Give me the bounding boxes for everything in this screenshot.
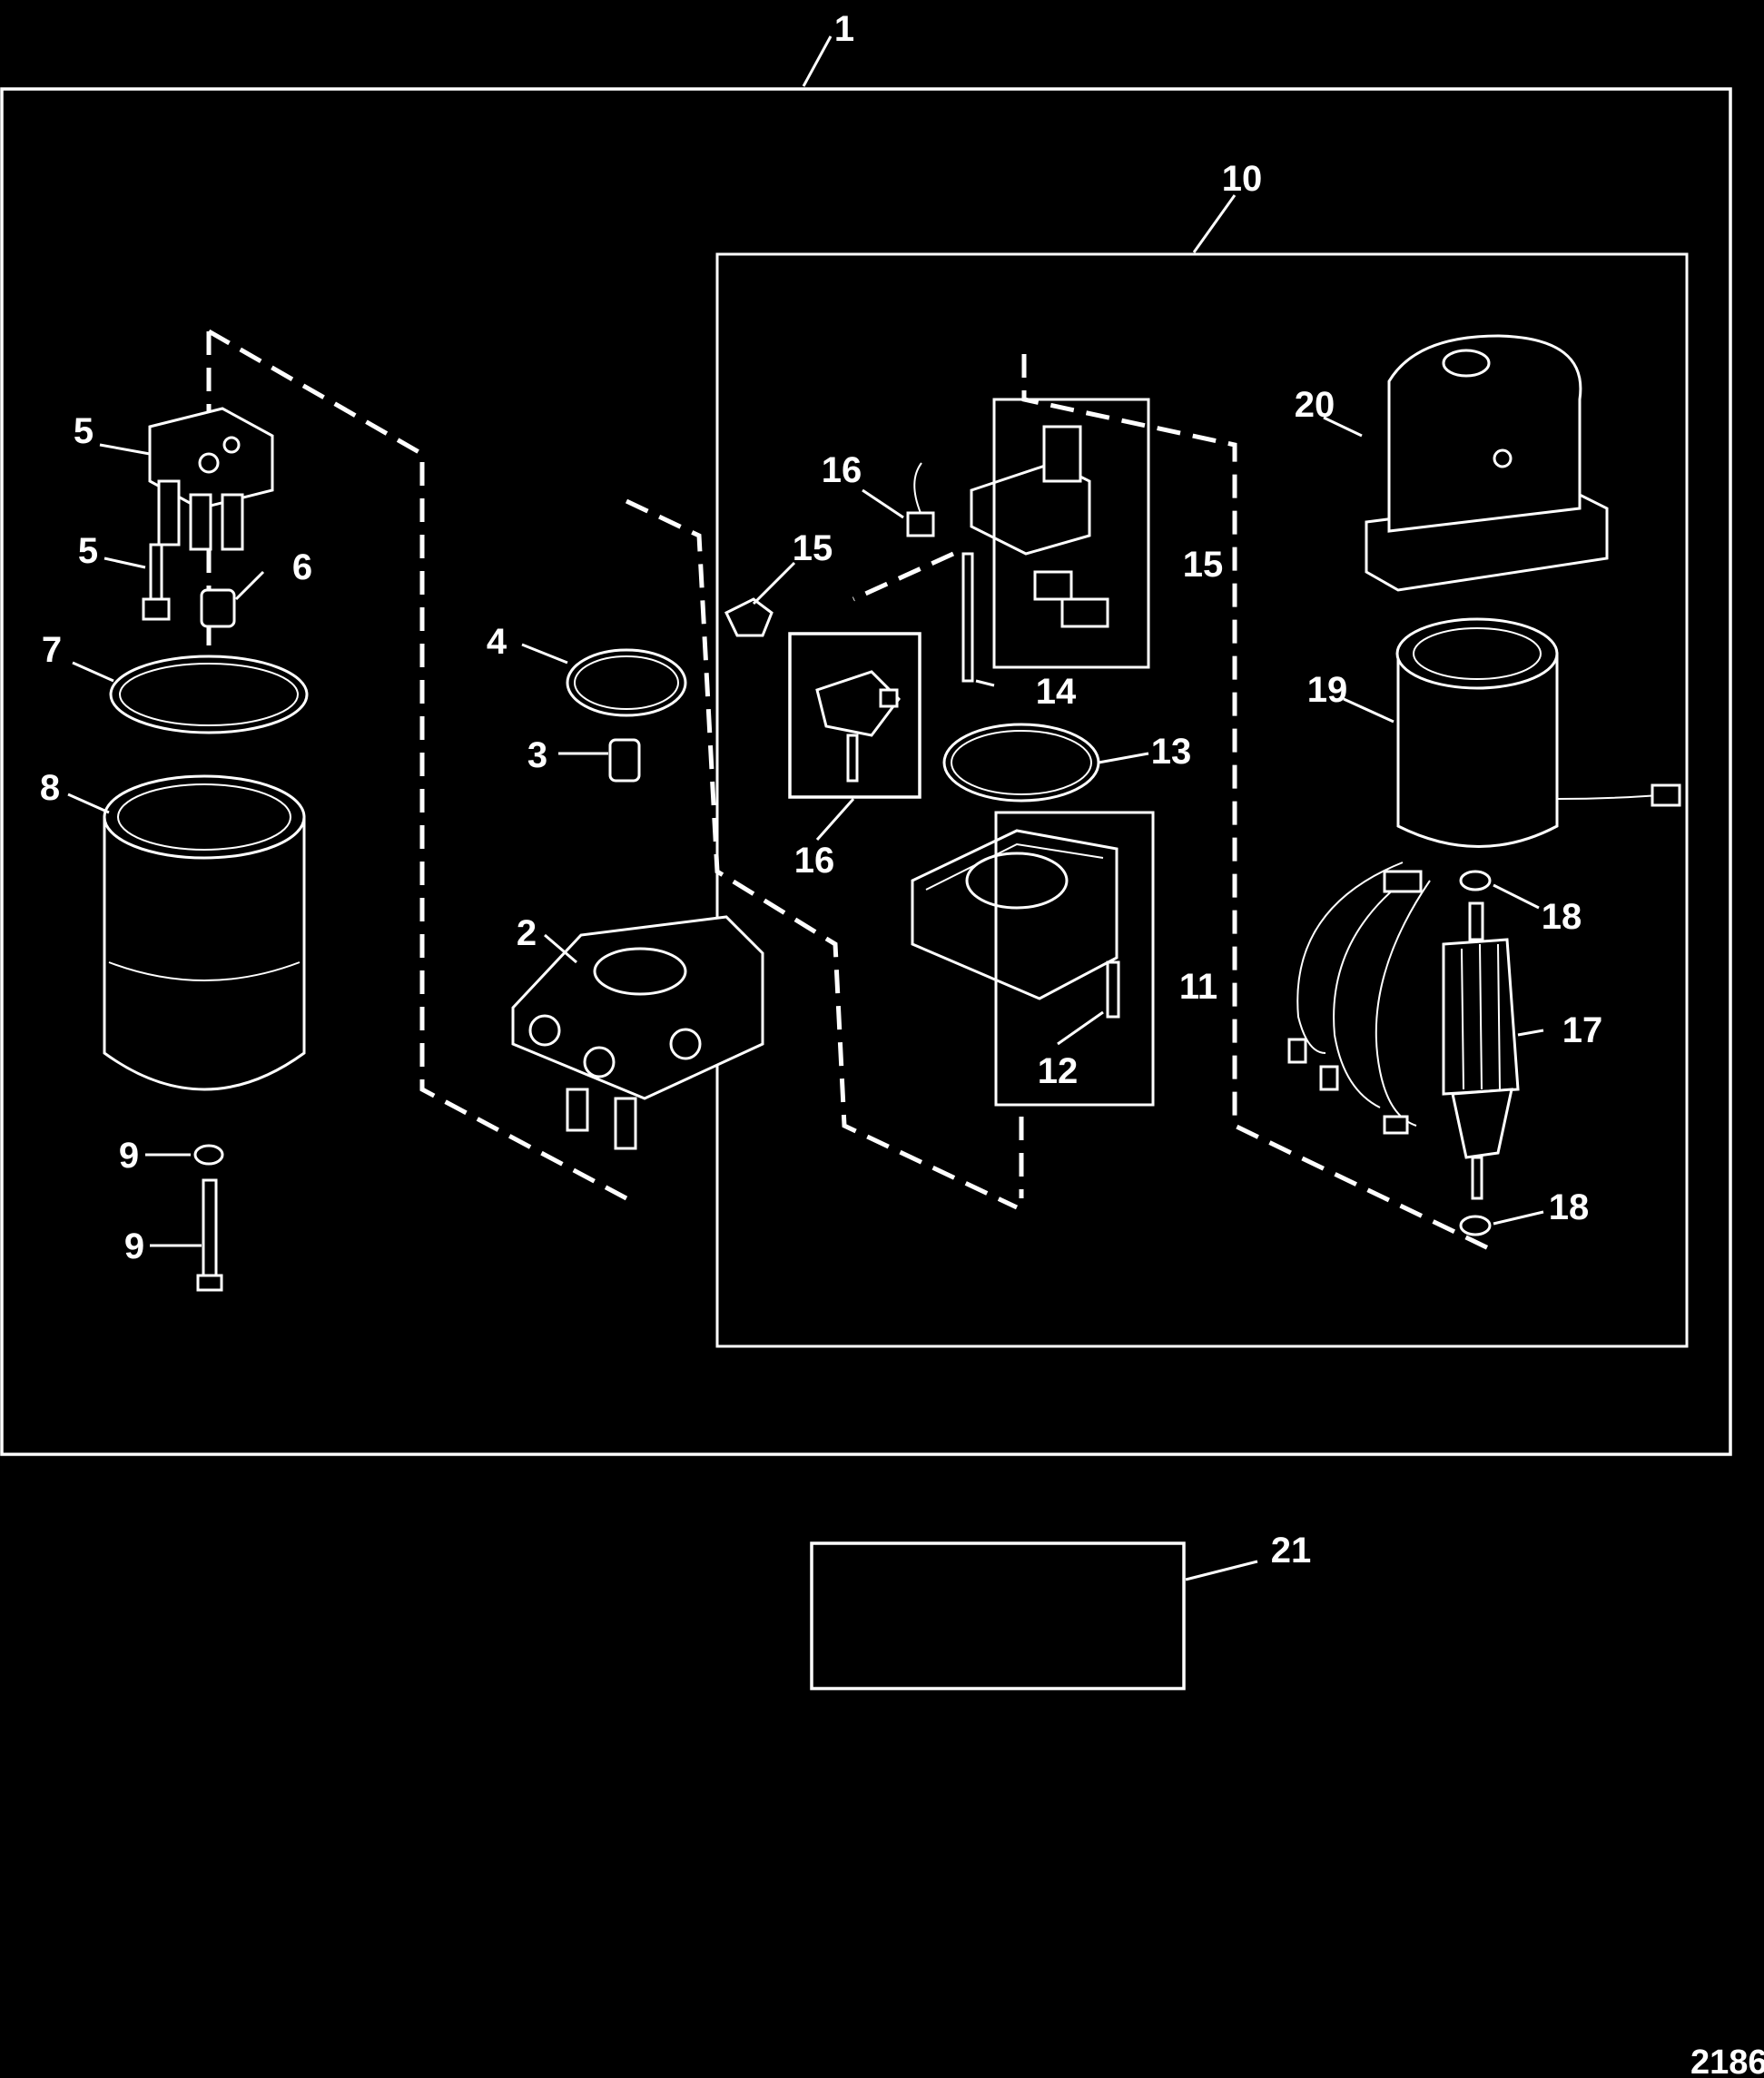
end-cap-part (911, 829, 1119, 1000)
wire-terminal-part (906, 462, 935, 537)
long-bolt-part (196, 1178, 223, 1292)
wiring-harness-part (1287, 862, 1431, 1135)
o-ring-end-cap-part (942, 723, 1100, 803)
fitting-part (200, 588, 236, 628)
dashed-guide-pump (625, 498, 1019, 1210)
callout-17: 17 (1562, 1010, 1603, 1050)
callout-19: 19 (1307, 670, 1348, 710)
motor-subassembly-frame (715, 252, 1689, 1348)
callout-5-bolt: 5 (78, 531, 98, 571)
kit-box (810, 1541, 1186, 1690)
field-housing-part (1395, 617, 1681, 848)
washer-part (193, 1144, 224, 1166)
motor-cover-part (1365, 334, 1609, 592)
o-ring-part (109, 655, 309, 734)
callout-6: 6 (292, 547, 312, 587)
coupler-part (608, 738, 641, 783)
long-screw-part (961, 552, 974, 683)
callout-15-clip: 15 (793, 528, 833, 568)
bolt-part (142, 543, 171, 621)
assembly-frame (0, 87, 1732, 1456)
reservoir-part (103, 774, 306, 1091)
clip-part (724, 597, 774, 637)
callout-7: 7 (42, 630, 62, 670)
manifold-part (148, 407, 274, 551)
callout-21: 21 (1271, 1531, 1312, 1571)
callout-15-plate: 15 (1183, 545, 1224, 585)
callout-16-lead: 16 (822, 450, 862, 490)
washer-upper-part (1459, 870, 1492, 891)
end-cap-bracket (994, 811, 1155, 1107)
callout-10: 10 (1222, 159, 1263, 199)
callout-18-lower: 18 (1549, 1187, 1590, 1227)
callout-3: 3 (527, 735, 547, 775)
callout-8: 8 (40, 768, 60, 808)
dashed-guide-brush (852, 551, 1024, 1198)
brush-plate-part (970, 425, 1109, 628)
callout-11: 11 (1179, 967, 1217, 1007)
callout-2: 2 (517, 913, 537, 953)
callout-1: 1 (834, 9, 854, 49)
o-ring-small-part (566, 648, 687, 717)
callout-14: 14 (1036, 672, 1077, 712)
callout-20: 20 (1295, 385, 1335, 425)
callout-13: 13 (1151, 732, 1192, 772)
callout-18-upper: 18 (1542, 897, 1582, 937)
callout-16-kit: 16 (794, 841, 835, 881)
callout-9-bolt: 9 (124, 1226, 144, 1266)
callout-4: 4 (487, 622, 508, 662)
brush-holder-bracket (992, 398, 1150, 669)
leader-lines (67, 35, 1544, 1581)
armature-part (1442, 901, 1520, 1200)
dashed-guide-motor (1021, 354, 1500, 1256)
figure-number: 2186 (1690, 2044, 1764, 2078)
callout-12: 12 (1038, 1051, 1079, 1091)
pump-body-part (511, 915, 764, 1150)
brush-kit-part (815, 670, 901, 783)
washer-lower-part (1459, 1215, 1492, 1236)
end-cap-screw-part (1106, 960, 1120, 1019)
callout-9-washer: 9 (119, 1136, 139, 1176)
brush-kit-box (788, 632, 921, 799)
callout-5-manifold: 5 (74, 411, 94, 451)
